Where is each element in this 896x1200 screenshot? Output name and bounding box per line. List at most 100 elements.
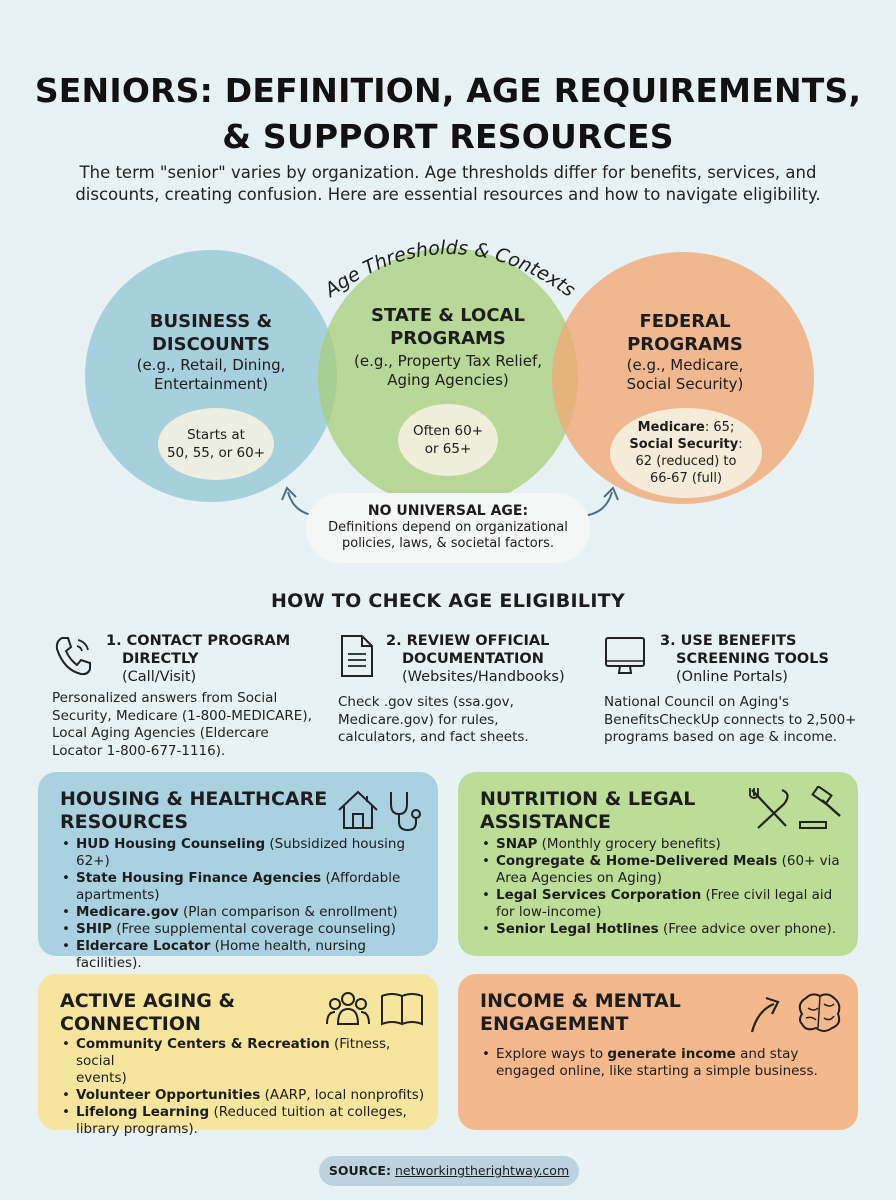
page-title: SENIORS: DEFINITION, AGE REQUIREMENTS, &… [0, 68, 896, 160]
step-2-heading: 2. REVIEW OFFICIAL DOCUMENTATION (Websit… [386, 632, 596, 686]
step-1-subheading: (Call/Visit) [122, 669, 197, 685]
federal-age-line-2: Social Security: [629, 436, 742, 453]
source-link[interactable]: networkingtherightway.com [394, 1163, 570, 1178]
active-title-line-1: ACTIVE AGING & [60, 990, 236, 1012]
right-arrow-head [603, 486, 619, 501]
list-item: SNAP (Monthly grocery benefits) [480, 836, 850, 853]
title-line-2: & SUPPORT RESOURCES [222, 117, 674, 156]
step-2-heading-line-2: DOCUMENTATION [402, 651, 544, 667]
step-3-subheading: (Online Portals) [676, 669, 788, 685]
federal-age-bold-2: Social Security [629, 437, 739, 452]
house-icon [338, 790, 378, 829]
business-age-oval: Starts at 50, 55, or 60+ [158, 408, 274, 480]
business-subtitle-line-1: (e.g., Retail, Dining, [136, 356, 286, 374]
business-title-line-2: DISCOUNTS [151, 334, 271, 355]
state-title: STATE & LOCAL PROGRAMS [336, 304, 560, 350]
state-age-line-2: or 65+ [424, 441, 472, 457]
federal-title-line-2: PROGRAMS [627, 334, 743, 355]
state-age-line-1: Often 60+ [412, 423, 484, 439]
step-1-heading-line-1: 1. CONTACT PROGRAM [106, 633, 291, 649]
fork-knife-icon [749, 788, 789, 829]
business-subtitle-line-2: Entertainment) [153, 375, 269, 393]
nutrition-title-line-1: NUTRITION & LEGAL [480, 788, 696, 810]
housing-title-line-1: HOUSING & HEALTHCARE [60, 788, 328, 810]
state-age-oval: Often 60+ or 65+ [398, 404, 498, 476]
active-card-title: ACTIVE AGING & CONNECTION [60, 990, 235, 1036]
left-arrow-head [281, 486, 297, 501]
step-1-heading: 1. CONTACT PROGRAM DIRECTLY (Call/Visit) [106, 632, 332, 686]
growth-arrow-icon [750, 996, 780, 1033]
income-title-line-1: INCOME & MENTAL [480, 990, 681, 1012]
how-to-title: HOW TO CHECK AGE ELIGIBILITY [270, 590, 626, 612]
list-item: Volunteer Opportunities (AARP, local non… [60, 1087, 430, 1104]
step-1-body: Personalized answers from Social Securit… [52, 690, 332, 760]
list-item: Senior Legal Hotlines (Free advice over … [480, 921, 850, 938]
business-age-line-1: Starts at [187, 427, 245, 443]
arc-title-text: Age Thresholds & Contexts [319, 237, 579, 303]
income-text-line-2: engaged online, like starting a simple b… [496, 1063, 818, 1079]
step-3-heading: 3. USE BENEFITS SCREENING TOOLS (Online … [660, 632, 870, 686]
federal-title-line-1: FEDERAL [639, 311, 731, 332]
title-line-1: SENIORS: DEFINITION, AGE REQUIREMENTS, [34, 71, 862, 110]
nutrition-card-title: NUTRITION & LEGAL ASSISTANCE [480, 788, 695, 834]
business-title: BUSINESS & DISCOUNTS [100, 310, 322, 356]
nutrition-legal-card: NUTRITION & LEGAL ASSISTANCE SNAP (Month… [458, 772, 858, 956]
no-universal-line-2: policies, laws, & societal factors. [341, 536, 555, 551]
list-item: Eldercare Locator (Home health, nursing … [60, 938, 430, 972]
income-card-title: INCOME & MENTAL ENGAGEMENT [480, 990, 681, 1036]
federal-age-text-2: : [738, 437, 743, 452]
federal-age-oval: Medicare: 65; Social Security: 62 (reduc… [610, 408, 762, 498]
source-label: SOURCE: [328, 1163, 391, 1178]
business-subtitle: (e.g., Retail, Dining, Entertainment) [100, 356, 322, 394]
federal-age-bold-1: Medicare [637, 420, 705, 435]
step-3-body-line-2: BenefitsCheckUp connects to 2,500+ [604, 711, 857, 728]
no-universal-line-1: Definitions depend on organizational [328, 520, 568, 535]
active-title-line-2: CONNECTION [60, 1013, 201, 1035]
federal-subtitle: (e.g., Medicare, Social Security) [574, 356, 796, 394]
step-1-body-line-1: Personalized answers from Social [52, 690, 278, 706]
step-1-heading-line-2: DIRECTLY [122, 651, 199, 667]
federal-age-line-4: 66-67 (full) [649, 471, 723, 486]
federal-age-text-1: : 65; [704, 420, 735, 435]
step-review-documentation: 2. REVIEW OFFICIAL DOCUMENTATION (Websit… [338, 632, 588, 752]
income-text: •Explore ways to generate income and sta… [480, 1046, 850, 1080]
list-item: SHIP (Free supplemental coverage counsel… [60, 921, 430, 938]
state-subtitle: (e.g., Property Tax Relief, Aging Agenci… [328, 352, 568, 390]
active-aging-card: ACTIVE AGING & CONNECTION Community Cent… [38, 974, 438, 1137]
list-item: Community Centers & Recreation (Fitness,… [60, 1036, 430, 1087]
step-3-heading-line-2: SCREENING TOOLS [676, 651, 829, 667]
nutrition-card-icons [749, 786, 841, 829]
step-contact-program: 1. CONTACT PROGRAM DIRECTLY (Call/Visit)… [52, 632, 332, 762]
step-2-body-line-1: Check .gov sites (ssa.gov, [338, 694, 514, 710]
document-icon [341, 635, 373, 677]
step-2-subheading: (Websites/Handbooks) [402, 669, 565, 685]
no-universal-heading: NO UNIVERSAL AGE: [367, 503, 529, 519]
arc-title: Age Thresholds & Contexts [319, 237, 579, 303]
federal-title: FEDERAL PROGRAMS [574, 310, 796, 356]
monitor-icon [605, 637, 645, 674]
income-title-line-2: ENGAGEMENT [480, 1013, 629, 1035]
step-3-body-line-3: programs based on age & income. [604, 729, 838, 745]
step-2-body: Check .gov sites (ssa.gov, Medicare.gov)… [338, 694, 588, 747]
step-1-body-line-2: Security, Medicare (1-800-MEDICARE), [52, 707, 312, 724]
active-list: Community Centers & Recreation (Fitness,… [60, 1036, 430, 1138]
stethoscope-icon [390, 792, 421, 832]
income-card-icons [750, 993, 841, 1033]
business-age-line-2: 50, 55, or 60+ [166, 445, 266, 461]
step-3-heading-line-1: 3. USE BENEFITS [660, 633, 797, 649]
active-card-icons [326, 992, 423, 1026]
intro-line-1: The term "senior" varies by organization… [79, 163, 817, 182]
federal-subtitle-line-1: (e.g., Medicare, [626, 356, 744, 374]
business-title-line-1: BUSINESS & [149, 311, 273, 332]
intro-text: The term "senior" varies by organization… [40, 162, 856, 206]
federal-subtitle-line-2: Social Security) [626, 375, 744, 393]
svg-text:Age Thresholds & Contexts: Age Thresholds & Contexts [319, 237, 579, 303]
state-subtitle-line-1: (e.g., Property Tax Relief, [353, 352, 543, 370]
list-item: Congregate & Home-Delivered Meals (60+ v… [480, 853, 850, 887]
step-2-body-line-3: calculators, and fact sheets. [338, 729, 529, 745]
federal-age-line-1: Medicare: 65; [629, 419, 742, 436]
state-subtitle-line-2: Aging Agencies) [387, 371, 509, 389]
state-title-line-2: PROGRAMS [390, 328, 506, 349]
no-universal-age-box: NO UNIVERSAL AGE: Definitions depend on … [306, 493, 590, 563]
housing-card-title: HOUSING & HEALTHCARE RESOURCES [60, 788, 327, 834]
